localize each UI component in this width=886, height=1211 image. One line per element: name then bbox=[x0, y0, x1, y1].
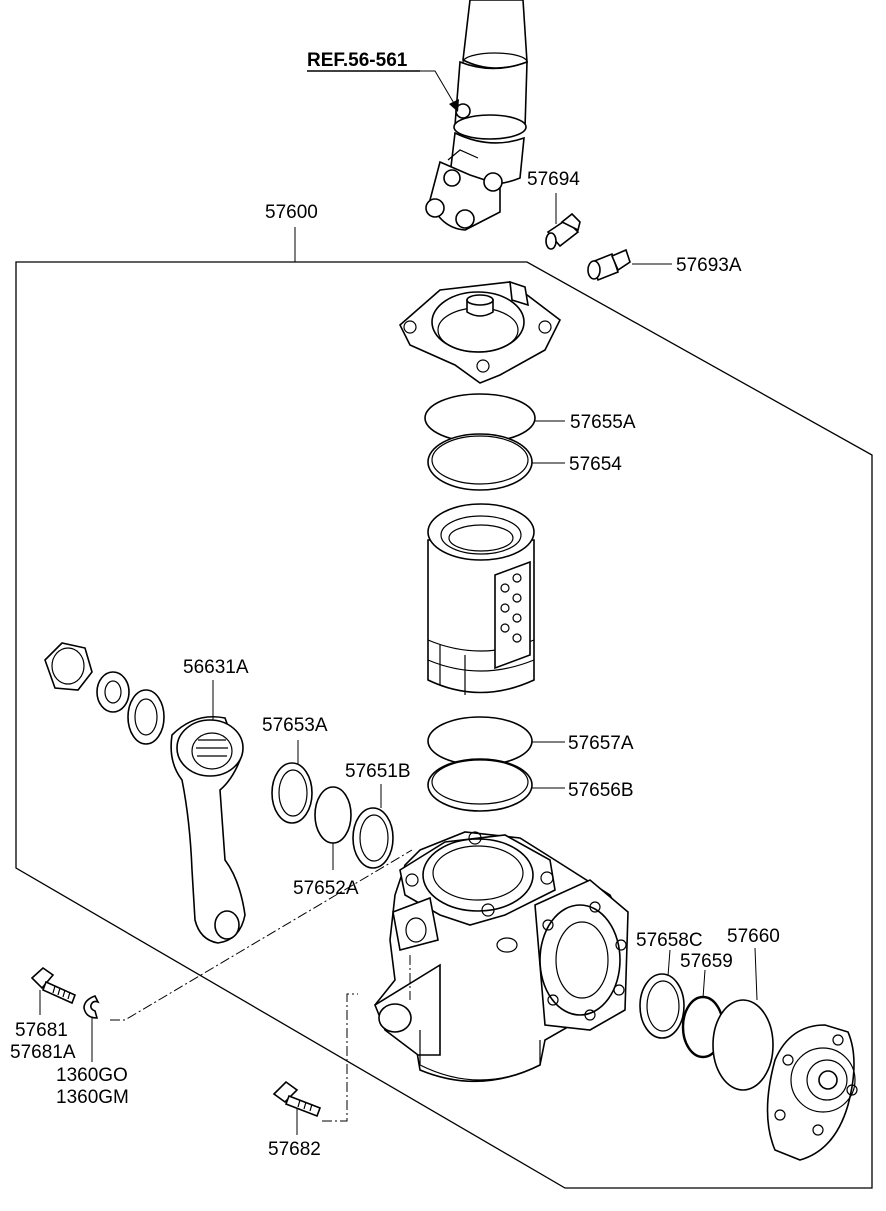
bolt-57682 bbox=[272, 1080, 322, 1118]
o-ring-57657a bbox=[427, 716, 533, 766]
ref-leader bbox=[420, 70, 456, 106]
centerline-bolt-57682 bbox=[322, 993, 358, 1122]
label-57681a: 57681A bbox=[10, 1042, 76, 1063]
fitting-57694 bbox=[545, 212, 581, 250]
o-ring-57652a bbox=[314, 786, 352, 844]
seal-57653a bbox=[271, 762, 313, 824]
leader-57660 bbox=[754, 947, 758, 1001]
seal-57658c bbox=[639, 973, 685, 1039]
seal-ring-57654 bbox=[427, 433, 533, 491]
lock-washer bbox=[96, 671, 130, 713]
seal-57656b bbox=[427, 758, 533, 812]
label-57693a: 57693A bbox=[676, 255, 742, 276]
label-56631a: 56631A bbox=[183, 657, 249, 678]
piston-rack bbox=[427, 503, 535, 695]
label-57659: 57659 bbox=[680, 951, 733, 972]
label-57656b: 57656B bbox=[568, 780, 634, 801]
valve-housing-top bbox=[399, 280, 562, 384]
seal-57651b bbox=[352, 807, 394, 869]
gear-housing bbox=[374, 831, 629, 1083]
label-1360gm: 1360GM bbox=[56, 1087, 129, 1108]
steering-column-joint bbox=[425, 0, 528, 231]
label-57660: 57660 bbox=[727, 926, 780, 947]
centerline-pitman bbox=[110, 849, 413, 1021]
label-57600: 57600 bbox=[265, 202, 318, 223]
label-57682: 57682 bbox=[268, 1139, 321, 1160]
label-57657a: 57657A bbox=[568, 733, 634, 754]
label-57681: 57681 bbox=[15, 1020, 68, 1041]
label-57652a: 57652A bbox=[293, 878, 359, 899]
washer-1360go bbox=[83, 995, 100, 1019]
ref-label: REF.56-561 bbox=[307, 50, 408, 71]
label-57653a: 57653A bbox=[262, 715, 328, 736]
label-57658c: 57658C bbox=[636, 930, 703, 951]
label-57654: 57654 bbox=[569, 454, 622, 475]
label-57655a: 57655A bbox=[570, 412, 636, 433]
end-cover bbox=[766, 1024, 858, 1161]
label-57694: 57694 bbox=[527, 169, 580, 190]
ref-arrowhead bbox=[449, 99, 459, 112]
flat-washer bbox=[127, 689, 165, 745]
label-1360go: 1360GO bbox=[56, 1065, 128, 1086]
leader-57658c bbox=[667, 949, 671, 977]
leader-57659 bbox=[702, 969, 706, 999]
label-57651b: 57651B bbox=[345, 761, 411, 782]
bolt-57681 bbox=[30, 966, 77, 1005]
fitting-57693a bbox=[587, 248, 631, 282]
gasket-57660 bbox=[712, 999, 774, 1091]
nut bbox=[44, 642, 93, 691]
assembly-frame bbox=[15, 261, 873, 1189]
pitman-arm-56631a bbox=[170, 716, 246, 944]
